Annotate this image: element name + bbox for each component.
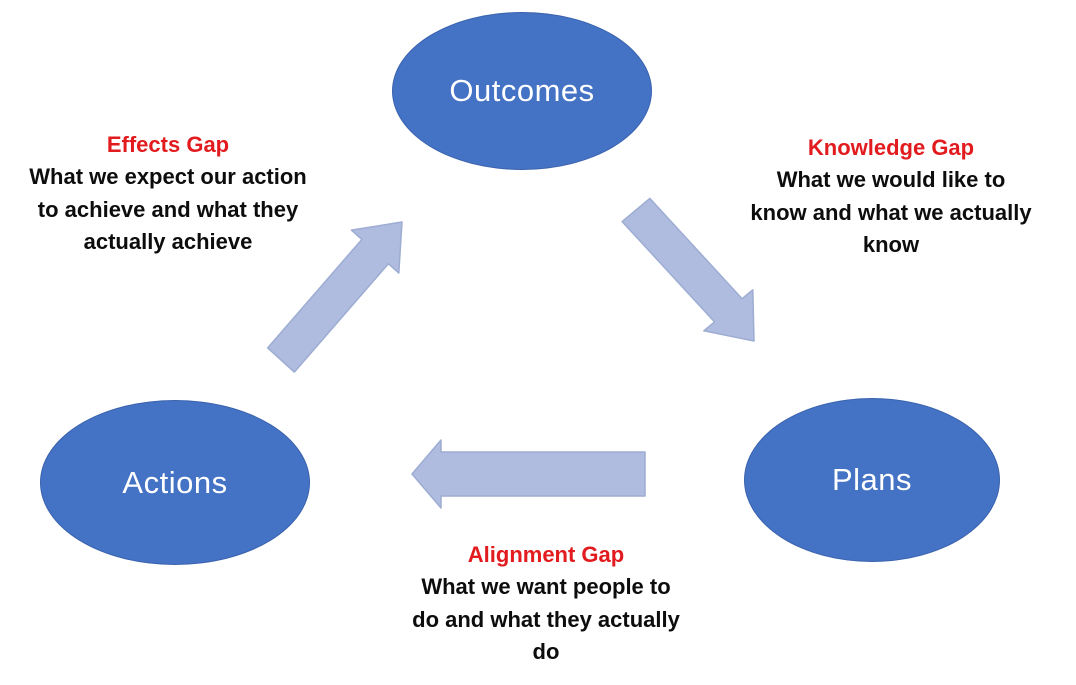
- gap-effects-line-1: What we expect our action: [29, 164, 307, 189]
- gap-effects-title: Effects Gap: [106, 132, 230, 157]
- node-plans-label: Plans: [831, 462, 913, 497]
- gap-alignment-line-2: do and what they actually: [412, 606, 680, 632]
- gap-effects-line-2: to achieve and what they: [37, 196, 299, 222]
- gap-knowledge-line-3: know: [862, 232, 920, 257]
- node-actions: Actions: [40, 400, 310, 565]
- arrow-actions-to-outcomes: [266, 221, 403, 373]
- arrow-plans-to-actions: [411, 439, 646, 509]
- node-plans: Plans: [744, 398, 1000, 562]
- gap-knowledge: Knowledge Gap What we would like to know…: [728, 132, 1054, 262]
- gap-alignment-title: Alignment Gap: [467, 542, 625, 567]
- node-outcomes-label: Outcomes: [449, 73, 595, 108]
- gap-effects-line-3: actually achieve: [83, 229, 253, 254]
- gap-effects: Effects Gap What we expect our action to…: [8, 129, 328, 259]
- node-actions-label: Actions: [122, 464, 228, 500]
- arrow-outcomes-to-plans: [621, 197, 755, 342]
- gap-alignment-line-1: What we want people to: [421, 574, 671, 599]
- gap-knowledge-line-1: What we would like to: [776, 167, 1006, 192]
- gap-alignment: Alignment Gap What we want people to do …: [400, 539, 692, 669]
- gap-alignment-line-3: do: [532, 639, 560, 664]
- node-outcomes: Outcomes: [392, 12, 652, 170]
- gap-knowledge-title: Knowledge Gap: [807, 135, 975, 160]
- gap-knowledge-line-2: know and what we actually: [750, 199, 1032, 225]
